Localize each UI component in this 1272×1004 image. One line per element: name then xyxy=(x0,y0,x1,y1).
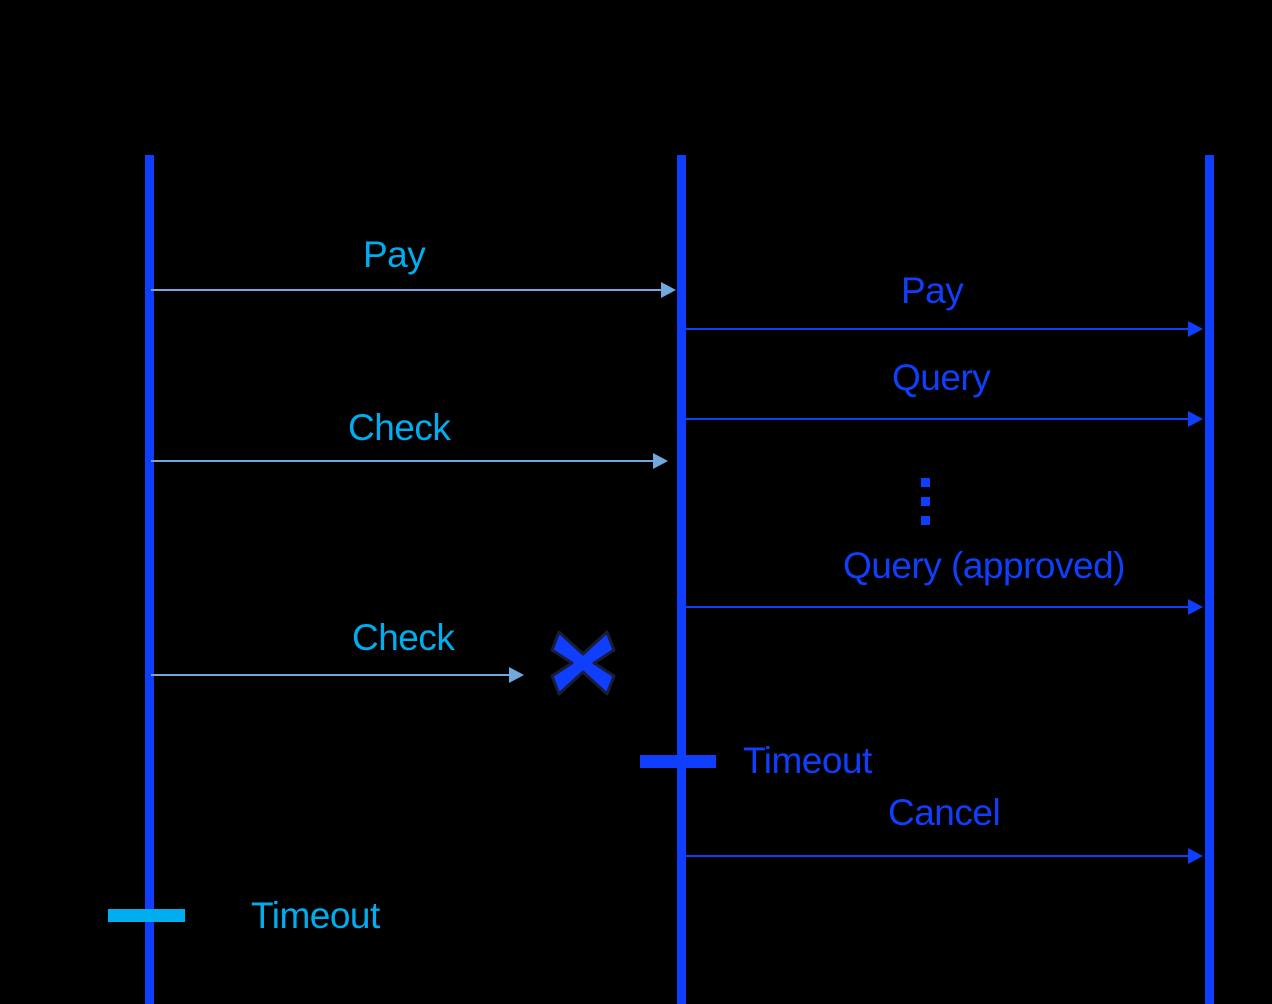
vertical-ellipsis-dot xyxy=(921,516,930,525)
message-arrow-pay-left xyxy=(151,289,666,291)
message-label-query-approved: Query (approved) xyxy=(843,545,1125,586)
message-arrowhead-query-approved xyxy=(1188,599,1203,615)
message-arrow-check-first xyxy=(151,460,656,462)
message-label-query: Query xyxy=(892,357,991,398)
timeout-bar-middle xyxy=(640,755,716,768)
message-arrow-pay-right xyxy=(681,328,1191,330)
message-arrowhead-query xyxy=(1188,411,1203,427)
message-arrow-query xyxy=(681,418,1191,420)
timeout-bar-left xyxy=(108,909,185,922)
message-label-pay-left: Pay xyxy=(363,234,426,275)
vertical-ellipsis-dot xyxy=(921,478,930,487)
timeout-label-left: Timeout xyxy=(251,895,380,936)
message-arrowhead-check-first xyxy=(653,453,668,469)
message-arrowhead-cancel xyxy=(1188,848,1203,864)
message-arrow-query-approved xyxy=(681,606,1191,608)
lifeline-left xyxy=(145,155,154,1004)
lifeline-right xyxy=(1205,155,1214,1004)
message-arrowhead-pay-left xyxy=(661,282,676,298)
message-label-cancel: Cancel xyxy=(888,792,1001,833)
message-label-check-first: Check xyxy=(348,407,451,448)
message-label-check-lost: Check xyxy=(352,617,455,658)
timeout-label-middle: Timeout xyxy=(743,740,872,781)
message-arrowhead-check-lost xyxy=(509,667,524,683)
message-lost-cross-icon xyxy=(550,630,616,696)
message-arrow-cancel xyxy=(681,855,1191,857)
vertical-ellipsis-dot xyxy=(921,497,930,506)
message-arrowhead-pay-right xyxy=(1188,321,1203,337)
message-arrow-check-lost xyxy=(151,674,511,676)
lifeline-middle xyxy=(677,155,686,1004)
message-label-pay-right: Pay xyxy=(901,270,964,311)
